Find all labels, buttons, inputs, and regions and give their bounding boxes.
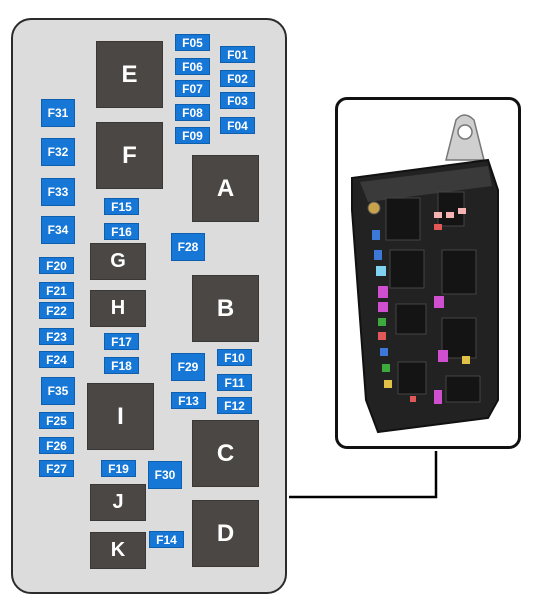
relay-c: C — [192, 420, 259, 487]
relay-k: K — [90, 532, 146, 569]
fuse-f07: F07 — [175, 80, 210, 97]
fuse-f27: F27 — [39, 460, 74, 477]
relay-d: D — [192, 500, 259, 567]
fuse-f17: F17 — [104, 333, 139, 350]
fuse-f24: F24 — [39, 351, 74, 368]
fuse-f10: F10 — [217, 349, 252, 366]
fuse-f12: F12 — [217, 397, 252, 414]
fuse-f28: F28 — [171, 233, 205, 261]
relay-f: F — [96, 122, 163, 189]
fuse-f26: F26 — [39, 437, 74, 454]
fuse-f23: F23 — [39, 328, 74, 345]
fuse-f04: F04 — [220, 117, 255, 134]
fuse-f08: F08 — [175, 104, 210, 121]
relay-b: B — [192, 275, 259, 342]
fuse-f01: F01 — [220, 46, 255, 63]
fuse-f20: F20 — [39, 257, 74, 274]
fuse-f34: F34 — [41, 216, 75, 244]
fuse-f15: F15 — [104, 198, 139, 215]
relay-g: G — [90, 243, 146, 280]
fuse-f19: F19 — [101, 460, 136, 477]
fuse-f32: F32 — [41, 138, 75, 166]
fuse-f11: F11 — [217, 374, 252, 391]
relay-e: E — [96, 41, 163, 108]
fuse-f22: F22 — [39, 302, 74, 319]
fuse-f09: F09 — [175, 127, 210, 144]
fuse-f06: F06 — [175, 58, 210, 75]
fuse-box-photo — [351, 114, 499, 434]
fuse-f05: F05 — [175, 34, 210, 51]
fuse-f02: F02 — [220, 70, 255, 87]
relay-h: H — [90, 290, 146, 327]
fuse-f21: F21 — [39, 282, 74, 299]
fuse-f03: F03 — [220, 92, 255, 109]
relay-i: I — [87, 383, 154, 450]
fuse-box-photo-frame — [335, 97, 521, 449]
relay-a: A — [192, 155, 259, 222]
fuse-f18: F18 — [104, 357, 139, 374]
fuse-f30: F30 — [148, 461, 182, 489]
fuse-f31: F31 — [41, 99, 75, 127]
fuse-f29: F29 — [171, 353, 205, 381]
fuse-f25: F25 — [39, 412, 74, 429]
relay-j: J — [90, 484, 146, 521]
fuse-f33: F33 — [41, 178, 75, 206]
fuse-f14: F14 — [149, 531, 184, 548]
fuse-f16: F16 — [104, 223, 139, 240]
fuse-f13: F13 — [171, 392, 206, 409]
fuse-f35: F35 — [41, 377, 75, 405]
